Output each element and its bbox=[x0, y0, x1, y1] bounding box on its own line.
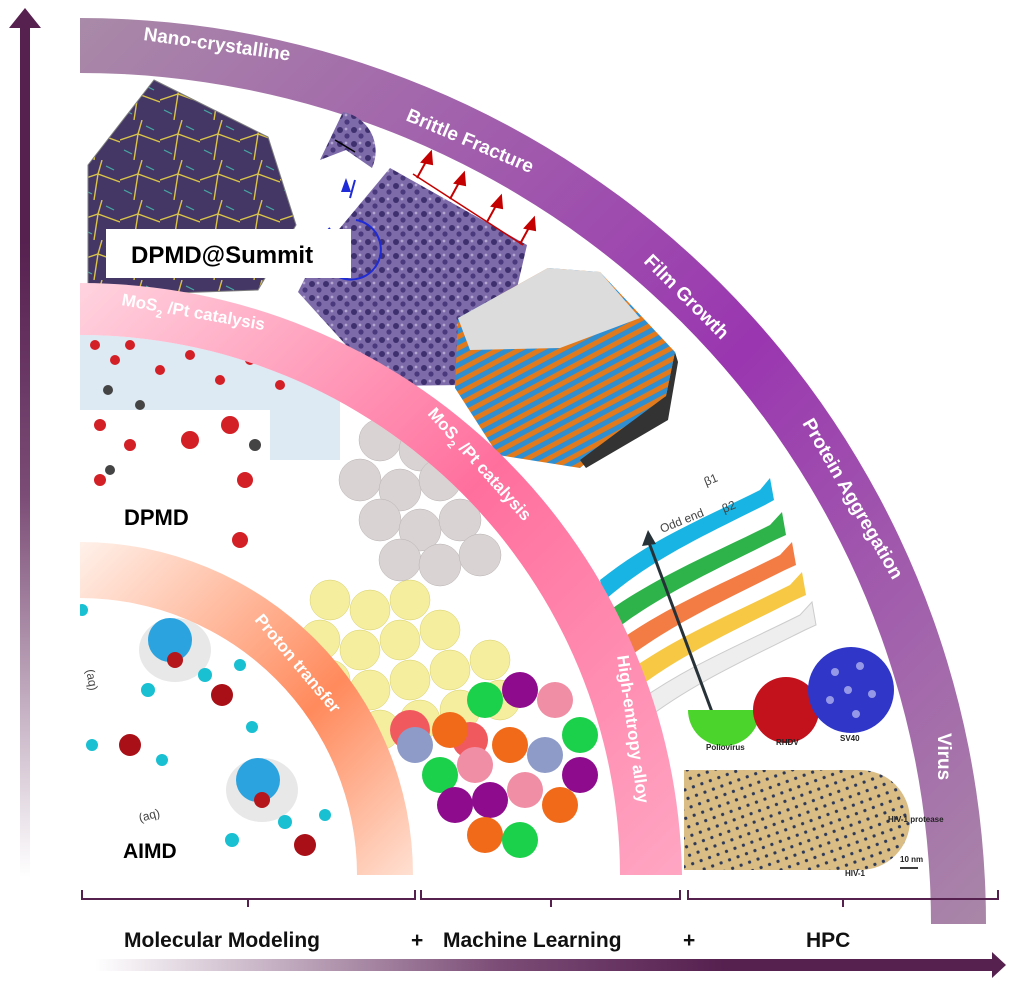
axis-label-hpc: HPC bbox=[806, 929, 850, 952]
scale-bar-label: 10 nm bbox=[900, 855, 923, 864]
aq-label-2: (aq) bbox=[137, 806, 161, 825]
hiv-label: HIV-1 bbox=[845, 869, 866, 878]
axis-brackets bbox=[81, 890, 999, 907]
beta1-label: β1 bbox=[702, 471, 720, 489]
rhdv-label: RHDV bbox=[776, 738, 799, 747]
tier-label-dpmd-summit: DPMD@Summit bbox=[131, 242, 313, 269]
protein-aggregation-image: Odd end β2 β1 bbox=[600, 471, 817, 721]
inner-arc-band bbox=[80, 542, 413, 875]
arrow-up-icon bbox=[9, 8, 41, 877]
plus-sign-1: + bbox=[411, 929, 423, 952]
tier-tag-dpmd-summit: DPMD@Summit bbox=[106, 229, 351, 278]
bracket-molecular-modeling bbox=[81, 890, 416, 907]
virus-images: Poliovirus RHDV SV40 HIV-1 HIV-1 proteas… bbox=[684, 647, 944, 878]
poliovirus-label: Poliovirus bbox=[706, 743, 745, 752]
tier-tag-dpmd: DPMD bbox=[115, 500, 225, 534]
bracket-machine-learning bbox=[420, 890, 681, 907]
plus-sign-2: + bbox=[683, 929, 695, 952]
axis-label-molecular-modeling: Molecular Modeling bbox=[124, 929, 320, 952]
outer-arc-band bbox=[80, 18, 986, 924]
film-growth-image bbox=[455, 268, 678, 468]
sv40-label: SV40 bbox=[840, 734, 860, 743]
arrow-right-icon bbox=[95, 952, 1006, 978]
tier-label-aimd: AIMD bbox=[123, 840, 177, 863]
axis-label-machine-learning: Machine Learning bbox=[443, 929, 622, 952]
outer-label-virus: Virus bbox=[933, 733, 954, 780]
aq-label-1: (aq) bbox=[83, 668, 100, 691]
high-entropy-alloy-cluster bbox=[397, 672, 598, 858]
bracket-hpc bbox=[687, 890, 999, 907]
tier-label-dpmd: DPMD bbox=[124, 505, 189, 530]
beta2-label: β2 bbox=[720, 498, 738, 516]
proton-transfer-image: (aq) (aq) bbox=[80, 604, 331, 856]
hiv-protease-label: HIV-1 protease bbox=[888, 815, 944, 824]
middle-arc-band bbox=[80, 282, 682, 875]
